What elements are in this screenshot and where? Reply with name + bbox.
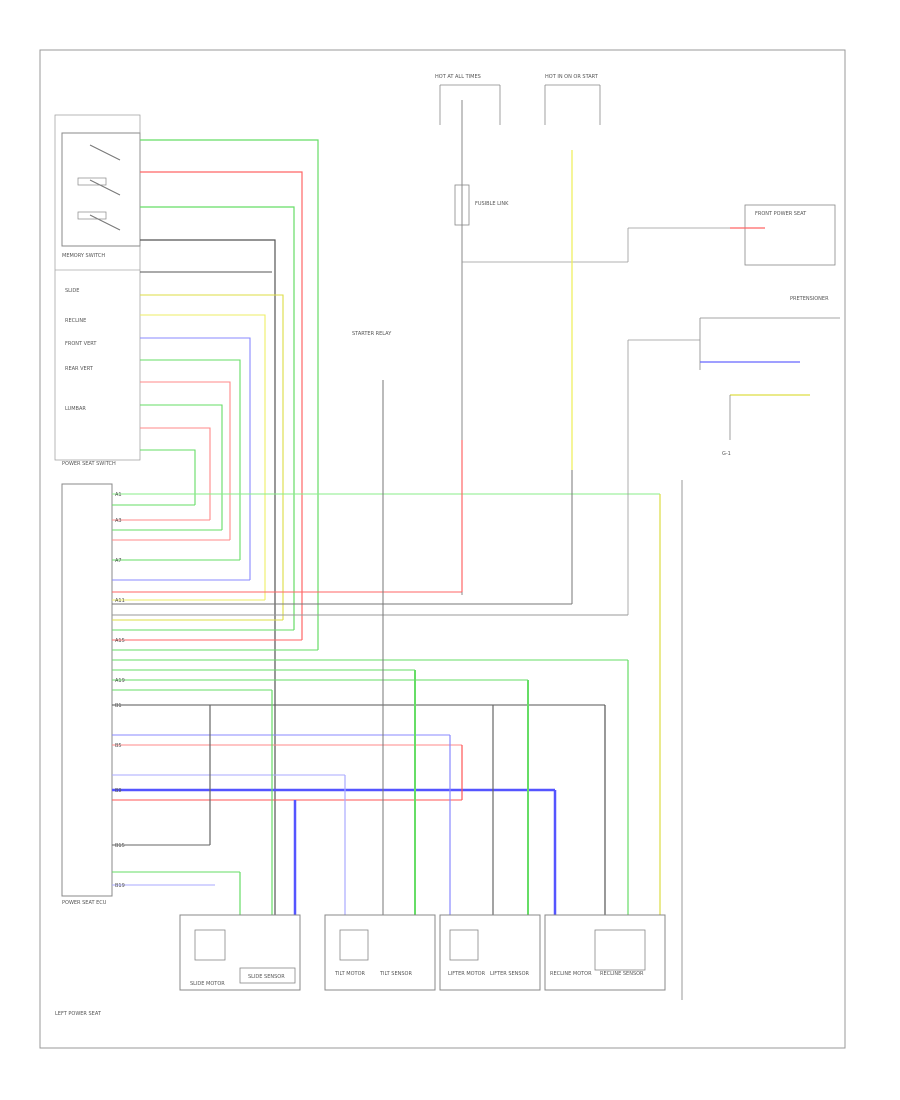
ecu-a-wires (112, 493, 660, 691)
power-seat-ecu-box (61, 483, 113, 897)
starter-relay-label: STARTER RELAY (352, 331, 392, 337)
motor-label: TILT MOTOR (334, 971, 366, 977)
power-seat-switch-wires (140, 271, 284, 620)
ground-label: G-1 (722, 451, 731, 457)
pin-label: A19 (115, 678, 125, 684)
motor-label: RECLINE MOTOR (550, 971, 592, 977)
switch-label-recline: RECLINE (65, 318, 86, 324)
power-seat-ecu-label: POWER SEAT ECU (62, 900, 107, 906)
memory-switch (61, 132, 141, 247)
memory-switch-label: MEMORY SWITCH (62, 253, 105, 259)
diagram-frame (39, 49, 846, 1049)
pin-label: B15 (115, 843, 125, 849)
fusible-link-label: FUSIBLE LINK (475, 201, 509, 207)
motor-label: SLIDE MOTOR (190, 981, 225, 987)
switch-label-rear-vert: REAR VERT (65, 366, 94, 372)
pretensioner-label: PRETENSIONER (790, 296, 829, 302)
motor-label: LIFTER SENSOR (490, 971, 530, 977)
motor-group-recline (544, 914, 666, 991)
pretensioner (627, 317, 840, 615)
pin-label: A15 (115, 638, 125, 644)
memory-switch-wires (140, 139, 319, 915)
switch-label-lumbar: LUMBAR (65, 406, 86, 412)
motor-label: TILT SENSOR (379, 971, 412, 977)
front-power-seat-label: FRONT POWER SEAT (755, 211, 807, 217)
ignition-label: HOT IN ON OR START (545, 74, 599, 80)
front-power-seat (730, 204, 836, 266)
pin-label: A7 (115, 558, 122, 564)
motor-feed-wires (209, 494, 661, 915)
motor-label: SLIDE SENSOR (248, 974, 285, 980)
pin-label: B19 (115, 883, 125, 889)
motor-label: RECLINE SENSOR (600, 971, 644, 977)
power-seat-switch (54, 114, 141, 461)
left-power-seat-label: LEFT POWER SEAT (55, 1011, 102, 1017)
pin-label: B5 (115, 743, 122, 749)
fuse-box-label: HOT AT ALL TIMES (435, 74, 481, 80)
fuse-area (439, 84, 601, 125)
power-seat-switch-label: POWER SEAT SWITCH (62, 461, 116, 467)
pin-label: A1 (115, 492, 122, 498)
switch-label-front-vert: FRONT VERT (65, 341, 97, 347)
pin-label: A11 (115, 598, 125, 604)
pin-label: A3 (115, 518, 122, 524)
ecu-b-wires (112, 704, 605, 886)
ecu-pin-labels: A1 A3 A7 A11 A15 A19 B1 B5 B9 B15 B19 (115, 492, 125, 889)
motor-group-slide (179, 914, 301, 991)
pin-label: B9 (115, 788, 122, 794)
seat-power-relay (454, 100, 740, 595)
motor-label: LIFTER MOTOR (448, 971, 486, 977)
motor-group-lifter (439, 914, 541, 991)
motor-group-tilt (324, 914, 436, 991)
switch-label-slide: SLIDE (65, 288, 79, 294)
pin-label: B1 (115, 703, 122, 709)
